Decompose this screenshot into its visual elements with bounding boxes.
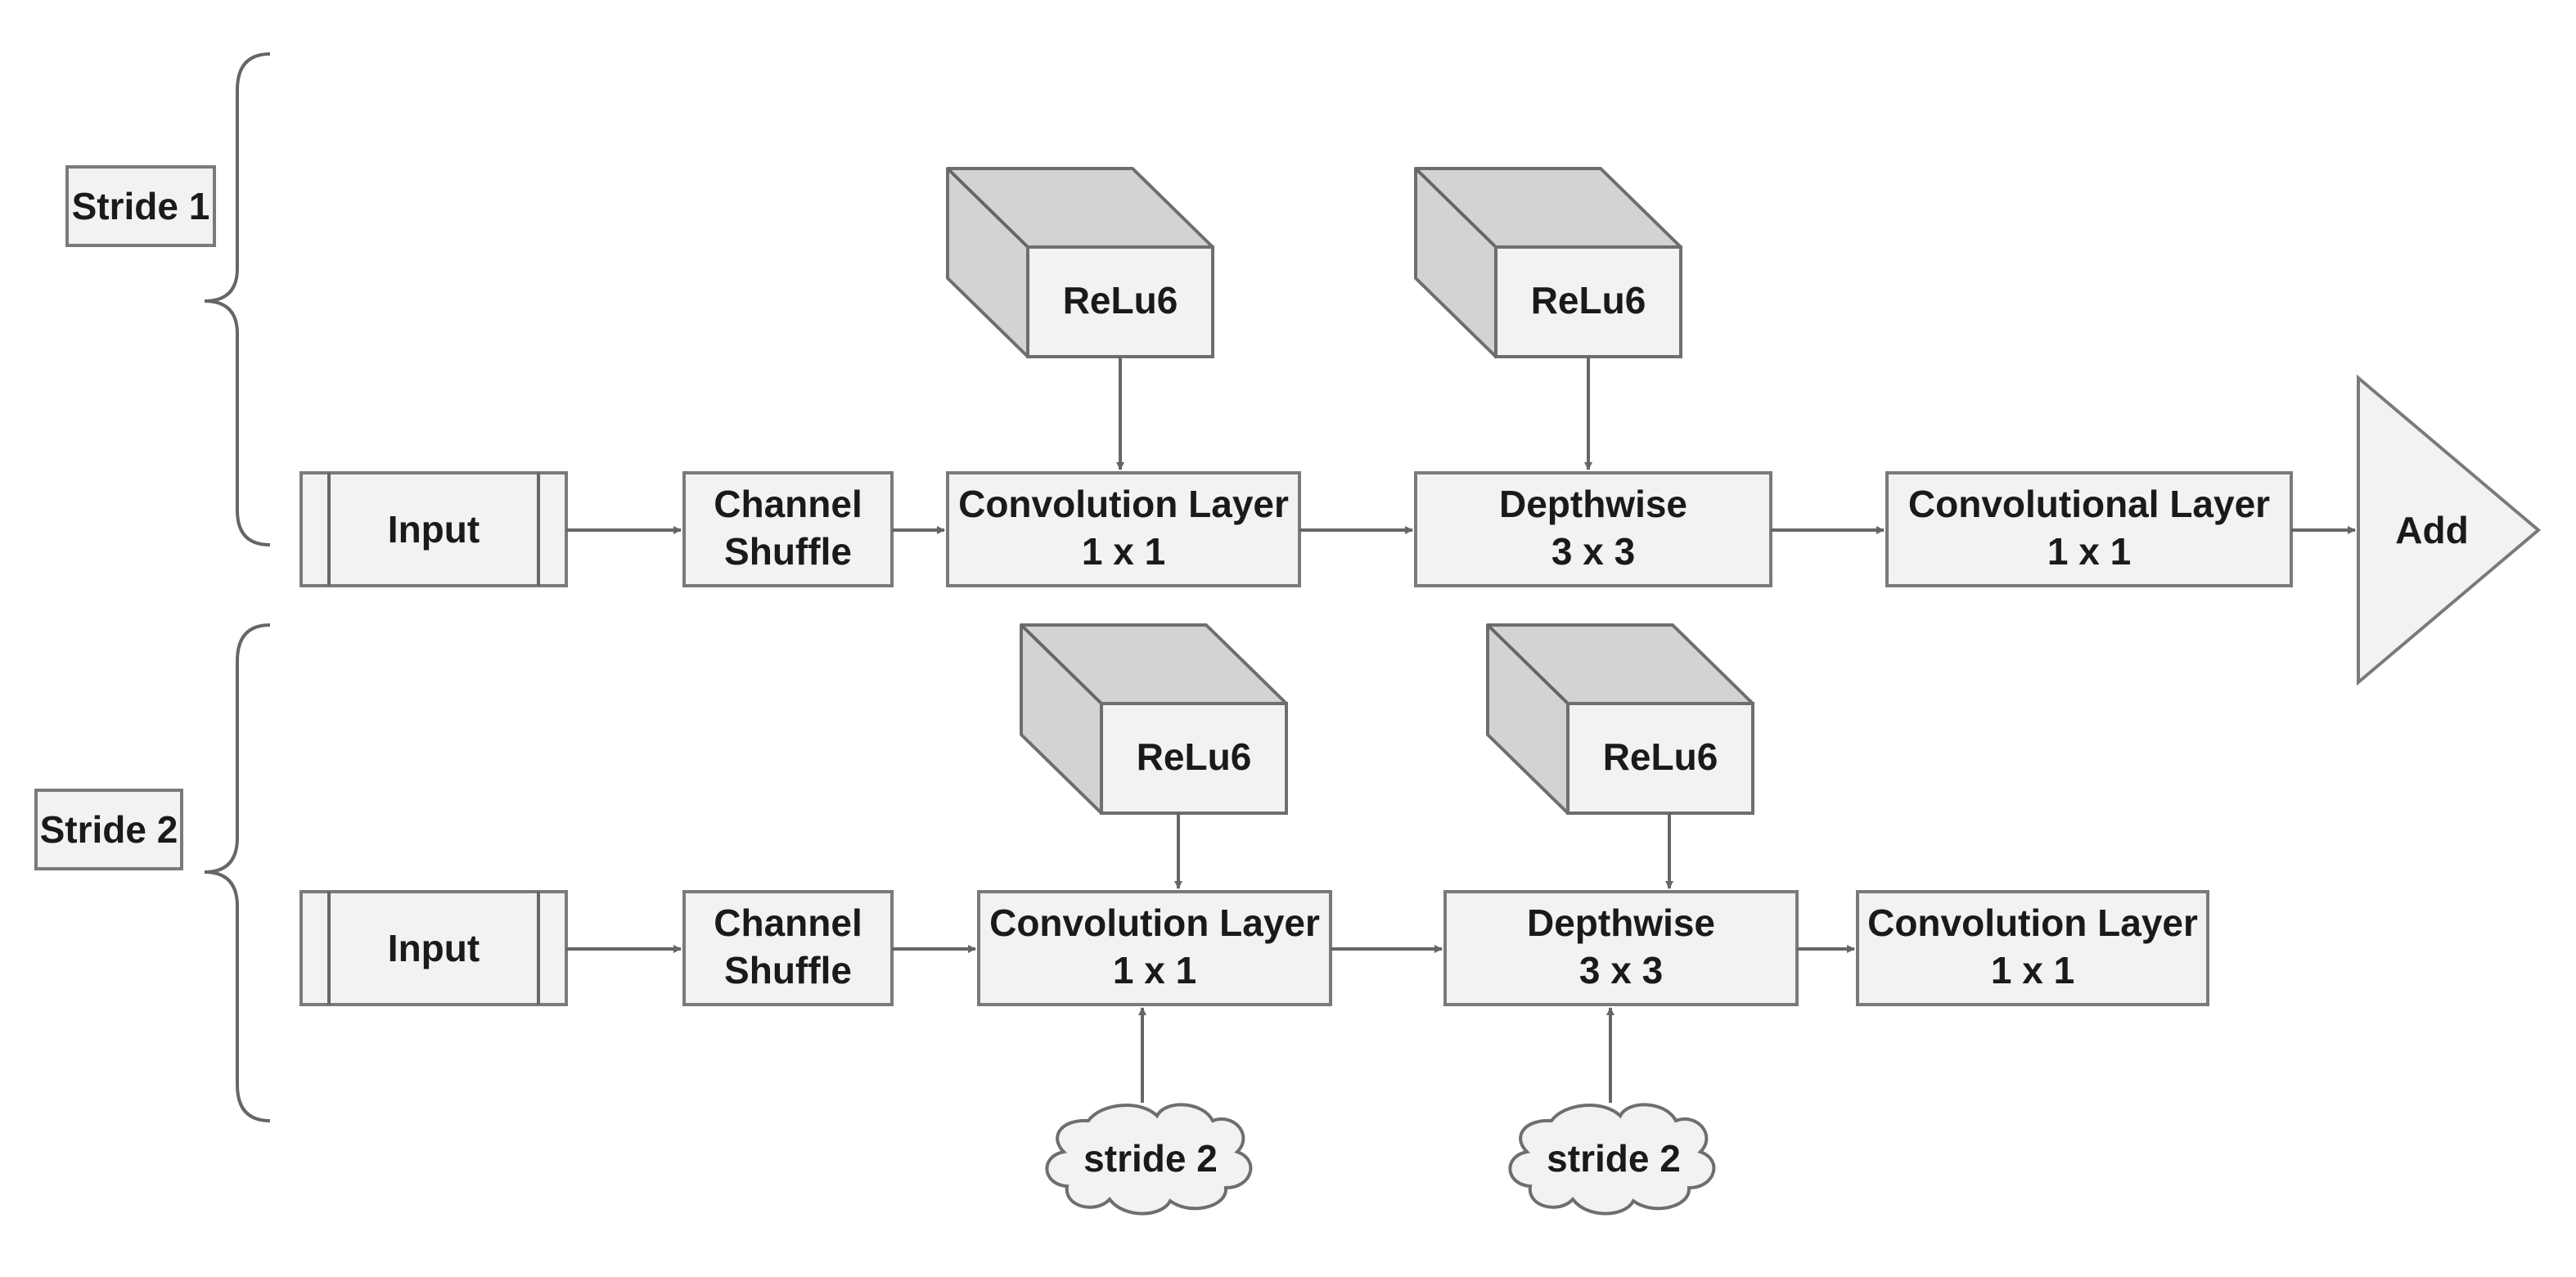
stride2-input-node: Input	[299, 890, 568, 1006]
stride1-relu-b-label: ReLu6	[1531, 279, 1646, 321]
stride1-input-node: Input	[299, 471, 568, 587]
stride1-label: Stride 1	[72, 185, 210, 227]
stride2-section: Stride 2 Input Channel Shuffle ReLu6 Con…	[34, 623, 2209, 1216]
stride1-conv2-node: Convolutional Layer 1 x 1	[1885, 471, 2293, 587]
stride1-depthwise-line1: Depthwise	[1499, 483, 1687, 525]
stride1-input-label: Input	[388, 508, 480, 551]
stride1-add-label: Add	[2395, 509, 2468, 551]
stride2-relu-b-label: ReLu6	[1603, 735, 1718, 778]
stride1-conv2-line1: Convolutional Layer	[1908, 483, 2270, 525]
stride2-conv2-node: Convolution Layer 1 x 1	[1856, 890, 2209, 1006]
stride1-add-node: Add	[2357, 374, 2542, 686]
stride2-shuffle-line2: Shuffle	[724, 949, 852, 991]
stride2-depthwise-line1: Depthwise	[1527, 902, 1715, 944]
stride1-relu-a-label: ReLu6	[1063, 279, 1178, 321]
stride2-conv1-node: Convolution Layer 1 x 1	[977, 890, 1332, 1006]
stride2-input-label: Input	[388, 927, 480, 969]
stride1-shuffle-line1: Channel	[714, 483, 862, 525]
stride2-brace	[204, 623, 271, 1122]
stride1-relu-cube-a: ReLu6	[946, 167, 1214, 358]
stride2-shuffle-line1: Channel	[714, 902, 862, 944]
stride2-depthwise-line2: 3 x 3	[1579, 949, 1663, 991]
stride1-section: Stride 1 Input Channel Shuffle ReLu6 Con…	[65, 52, 2542, 686]
stride2-depthwise-node: Depthwise 3 x 3	[1443, 890, 1799, 1006]
stride2-label-box: Stride 2	[34, 789, 183, 870]
stride2-cloud-b-label: stride 2	[1547, 1137, 1681, 1180]
stride2-relu-a-label: ReLu6	[1137, 735, 1252, 778]
stride1-shuffle-line2: Shuffle	[724, 530, 852, 573]
stride2-channel-shuffle-node: Channel Shuffle	[682, 890, 894, 1006]
stride2-label: Stride 2	[40, 808, 178, 851]
stride1-channel-shuffle-node: Channel Shuffle	[682, 471, 894, 587]
stride2-conv1-line1: Convolution Layer	[989, 902, 1320, 944]
stride2-relu-cube-a: ReLu6	[1020, 623, 1288, 815]
stride1-conv1-line1: Convolution Layer	[958, 483, 1289, 525]
stride2-cloud-a: stride 2	[1045, 1103, 1253, 1216]
stride1-depthwise-line2: 3 x 3	[1551, 530, 1635, 573]
stride1-conv2-line2: 1 x 1	[2047, 530, 2131, 573]
stride2-conv2-line2: 1 x 1	[1991, 949, 2074, 991]
stride1-conv1-line2: 1 x 1	[1082, 530, 1165, 573]
stride1-brace	[204, 52, 271, 546]
stride2-conv1-line2: 1 x 1	[1113, 949, 1196, 991]
stride1-relu-cube-b: ReLu6	[1414, 167, 1682, 358]
stride1-depthwise-node: Depthwise 3 x 3	[1414, 471, 1772, 587]
stride2-relu-cube-b: ReLu6	[1486, 623, 1754, 815]
stride1-conv1-node: Convolution Layer 1 x 1	[946, 471, 1301, 587]
stride1-label-box: Stride 1	[65, 165, 216, 247]
stride2-conv2-line1: Convolution Layer	[1867, 902, 2198, 944]
stride2-cloud-b: stride 2	[1508, 1103, 1716, 1216]
stride2-cloud-a-label: stride 2	[1083, 1137, 1218, 1180]
